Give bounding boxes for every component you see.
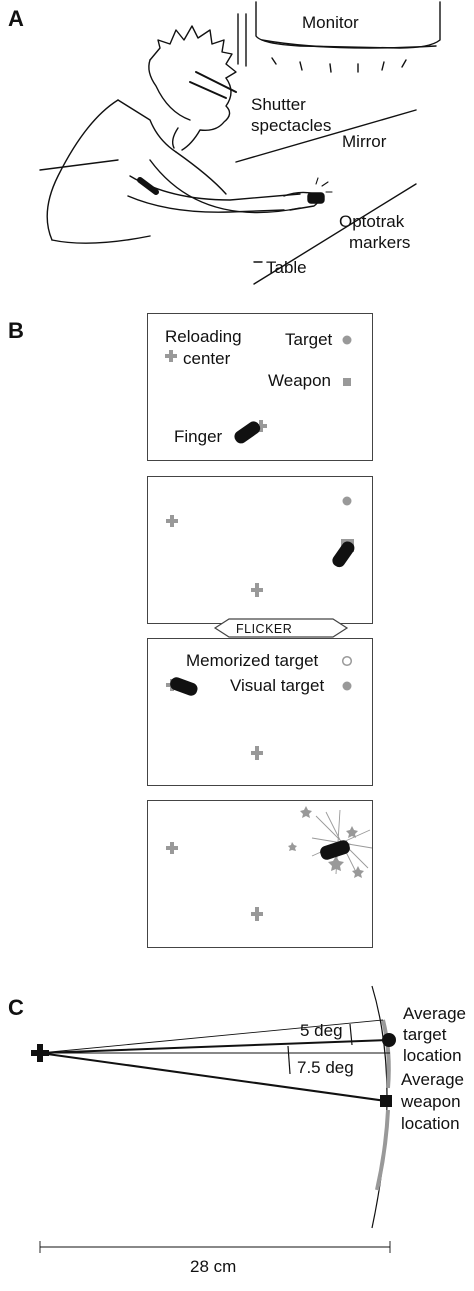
shutter-spectacles — [189, 71, 237, 99]
visual-target-label: Visual target — [230, 676, 325, 695]
reloading-label-line2: center — [183, 349, 231, 368]
target-label-line3: location — [403, 1046, 462, 1065]
memorized-target-dot — [341, 655, 353, 667]
screen-1 — [147, 313, 373, 461]
panel-a-illustration — [39, 1, 441, 285]
table-label: Table — [266, 258, 307, 277]
cross-bottom — [251, 583, 263, 597]
shutter-label-line2: spectacles — [251, 116, 332, 135]
cross-left — [166, 515, 178, 527]
reloading-center-cross — [165, 350, 177, 362]
target-label-line1: Average — [403, 1004, 467, 1023]
optotrak-label-line1: Optotrak — [339, 212, 405, 231]
shutter-label-line1: Shutter — [251, 95, 306, 114]
weapon-label: Weapon — [268, 371, 332, 390]
target-label: Target — [285, 330, 333, 349]
weapon-label-line2: weapon — [401, 1092, 461, 1111]
weapon-label-line1: Average — [401, 1070, 465, 1089]
memorized-target-label: Memorized target — [186, 651, 319, 670]
weapon-spread — [375, 1109, 390, 1191]
finger-s1 — [234, 421, 261, 444]
mirror-line — [235, 109, 417, 163]
average-weapon-square — [380, 1095, 392, 1107]
finger-s4 — [320, 840, 350, 860]
average-target-dot — [382, 1033, 396, 1047]
optotrak-marker — [307, 192, 325, 204]
target-spread — [381, 1019, 391, 1089]
flicker-label: FLICKER — [236, 622, 293, 636]
panel-c-letter: C — [8, 995, 24, 1020]
panel-b-letter: B — [8, 318, 24, 343]
origin-cross — [31, 1044, 49, 1062]
finger-s2 — [332, 541, 355, 568]
scale-bar — [39, 1241, 391, 1253]
target-dot-2 — [342, 496, 352, 506]
monitor-outline — [255, 1, 441, 49]
table-line — [39, 159, 119, 171]
target-label-line2: target — [403, 1025, 447, 1044]
finger-s3 — [170, 677, 198, 696]
flicker-banner — [213, 618, 349, 638]
monitor-label: Monitor — [302, 13, 359, 32]
head-hair — [149, 25, 237, 79]
scale-label: 28 cm — [190, 1257, 237, 1276]
reloading-label-line1: Reloading — [165, 327, 242, 346]
screen-3 — [147, 638, 373, 786]
weapon-square — [343, 378, 351, 386]
panel-a-letter: A — [8, 6, 24, 31]
screen-4 — [147, 800, 373, 948]
target-dot — [342, 335, 352, 345]
screen-2 — [147, 476, 373, 624]
mirror-label: Mirror — [342, 132, 387, 151]
visual-target-dot — [342, 681, 352, 691]
angle-large-label: 7.5 deg — [297, 1058, 354, 1077]
weapon-label-line3: location — [401, 1114, 460, 1133]
angle-small-label: 5 deg — [300, 1021, 343, 1040]
optotrak-label-line2: markers — [349, 233, 411, 252]
finger-label: Finger — [174, 427, 223, 446]
